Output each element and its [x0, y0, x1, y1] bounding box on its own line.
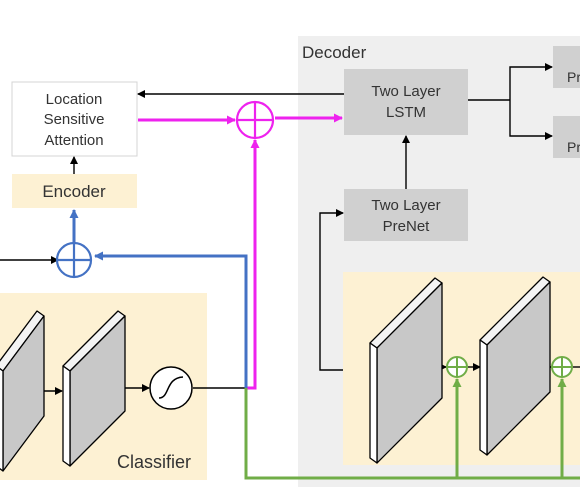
decoder-title: Decoder	[302, 43, 367, 62]
magenta-path	[138, 113, 343, 390]
encoder-box[interactable]	[12, 174, 137, 208]
green-path	[244, 378, 580, 480]
lstm-label-line1: Two Layer	[371, 83, 440, 100]
green-bus-line	[244, 388, 580, 480]
conv-layer-icon	[0, 310, 45, 472]
attention-label-line2: Sensitive	[44, 111, 105, 128]
lstm-label-line2: LSTM	[386, 104, 426, 121]
blue-path	[69, 209, 248, 388]
prenet-feedback-arrow	[319, 209, 344, 371]
prenet-label-line1: Two Layer	[371, 197, 440, 214]
classifier-label: Classifier	[117, 452, 191, 472]
lstm-box[interactable]	[344, 69, 468, 135]
attention-label-line3: Attention	[44, 132, 103, 149]
lstm-branch-top-arrow	[509, 63, 553, 100]
conv-layer-icon	[62, 310, 126, 467]
output-box-top[interactable]	[553, 46, 580, 88]
attention-label-line1: Location	[46, 91, 103, 108]
prenet-box[interactable]	[344, 189, 468, 241]
blue-classifier-to-encoder-sum-arrow	[94, 251, 248, 388]
sigmoid-icon	[149, 366, 193, 410]
output-bottom-label: Pr	[567, 139, 580, 155]
output-top-label: Pr	[567, 69, 580, 85]
sum-junction-icon	[446, 356, 468, 378]
attention-box[interactable]	[11, 81, 138, 157]
sum-junction-icon	[551, 356, 573, 378]
output-box-bottom[interactable]	[553, 116, 580, 158]
encoder-label: Encoder	[42, 182, 106, 201]
magenta-classifier-to-sum-arrow	[246, 139, 260, 390]
prenet-label-line2: PreNet	[383, 218, 431, 235]
conv-layer-icon	[479, 276, 551, 456]
sum-junction-icon	[235, 100, 275, 140]
conv-layer-icon	[369, 277, 443, 464]
sum-junction-icon	[55, 241, 93, 279]
lstm-branch-bottom-arrow	[509, 100, 553, 140]
